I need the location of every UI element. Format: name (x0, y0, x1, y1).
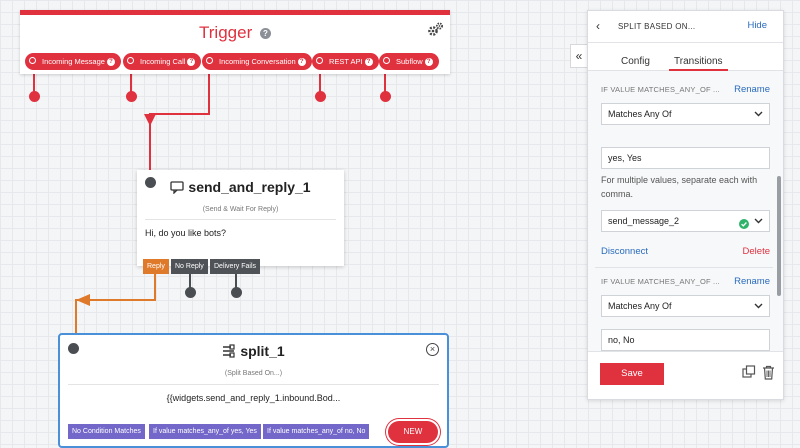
new-transition-button[interactable]: NEW (388, 421, 438, 443)
transitions-list[interactable]: IF VALUE MATCHES_ANY_OF ... Rename Match… (588, 73, 773, 351)
panel-title: SPLIT BASED ON... (618, 22, 696, 31)
close-icon[interactable]: × (426, 343, 439, 356)
trigger-port-subflow[interactable] (380, 91, 391, 102)
divider (145, 219, 336, 220)
condition-label: IF VALUE MATCHES_ANY_OF ... (601, 85, 720, 94)
transition-no-reply[interactable]: No Reply (171, 259, 208, 274)
transition-no-condition-matches[interactable]: No Condition Matches (68, 424, 145, 439)
widget-title-text: send_and_reply_1 (188, 179, 311, 195)
tab-transitions[interactable]: Transitions (669, 56, 728, 71)
transition-if-yes[interactable]: If value matches_any_of yes, Yes (149, 424, 261, 439)
no-reply-port[interactable] (185, 287, 196, 298)
transition-if-no[interactable]: If value matches_any_of no, No (263, 424, 370, 439)
panel-header: ‹ SPLIT BASED ON... Hide (588, 11, 783, 43)
help-icon: ? (364, 58, 373, 67)
panel-scrollbar[interactable] (777, 176, 781, 296)
chevron-down-icon (754, 296, 763, 323)
match-values-input[interactable]: no, No (601, 329, 770, 351)
trigger-port-incoming-message[interactable] (29, 91, 40, 102)
save-button[interactable]: Save (600, 363, 664, 385)
pill-label: Subflow (396, 57, 423, 66)
back-chevron-icon[interactable]: ‹ (596, 19, 600, 33)
help-icon: ? (106, 58, 115, 67)
panel-footer: Save (588, 351, 783, 399)
chevron-down-icon (754, 211, 763, 238)
help-icon: ? (424, 58, 433, 67)
trigger-port-incoming-call[interactable] (126, 91, 137, 102)
transition-delivery-fails[interactable]: Delivery Fails (210, 259, 261, 274)
delivery-fails-port[interactable] (231, 287, 242, 298)
split-icon (222, 344, 236, 361)
trigger-pill-rest-api[interactable]: REST API? (312, 53, 379, 70)
pill-label: Incoming Conversation (219, 57, 296, 66)
chevron-down-icon (754, 104, 763, 131)
next-widget-value: send_message_2 (608, 216, 680, 226)
trigger-pill-incoming-message[interactable]: Incoming Message? (25, 53, 121, 70)
tab-config[interactable]: Config (621, 56, 650, 67)
trigger-pill-incoming-call[interactable]: Incoming Call? (123, 53, 202, 70)
widget-subtitle: (Split Based On...) (224, 370, 283, 377)
operator-value: Matches Any Of (608, 301, 672, 311)
trigger-title-text: Trigger (199, 23, 253, 42)
trigger-pill-subflow[interactable]: Subflow? (379, 53, 439, 70)
widget-title: split_1 (60, 343, 447, 361)
gears-icon[interactable] (427, 22, 444, 42)
disconnect-link[interactable]: Disconnect (601, 246, 648, 257)
widget-body: {{widgets.send_and_reply_1.inbound.Bod..… (166, 393, 341, 403)
trigger-title: Trigger ? (20, 23, 450, 43)
match-values-input[interactable]: yes, Yes (601, 147, 770, 169)
widget-input-port[interactable] (68, 343, 79, 354)
collapse-panel-icon[interactable]: « (570, 44, 588, 68)
help-icon: ? (297, 58, 306, 67)
hide-panel-link[interactable]: Hide (747, 20, 767, 31)
duplicate-icon[interactable] (742, 365, 756, 384)
help-icon[interactable]: ? (259, 28, 271, 40)
chat-bubble-icon (170, 181, 185, 197)
rename-link[interactable]: Rename (734, 84, 770, 95)
section-divider (595, 267, 773, 268)
widget-body: Hi, do you like bots? (145, 228, 227, 238)
send-and-reply-widget[interactable]: send_and_reply_1 (Send & Wait For Reply)… (137, 170, 344, 266)
trash-icon[interactable] (762, 365, 775, 385)
widget-title-text: split_1 (240, 343, 285, 359)
pill-label: REST API (329, 57, 363, 66)
widget-input-port[interactable] (145, 177, 156, 188)
split-widget[interactable]: split_1 × (Split Based On...) {{widgets.… (58, 333, 449, 448)
operator-select[interactable]: Matches Any Of (601, 103, 770, 125)
widget-title: send_and_reply_1 (137, 179, 344, 197)
operator-select[interactable]: Matches Any Of (601, 295, 770, 317)
help-icon: ? (187, 58, 196, 67)
pill-label: Incoming Call (140, 57, 186, 66)
trigger-pill-incoming-conversation[interactable]: Incoming Conversation? (202, 53, 312, 70)
delete-link[interactable]: Delete (742, 246, 770, 257)
check-circle-icon (739, 216, 749, 236)
panel-tabs: Config Transitions (588, 43, 783, 71)
trigger-widget[interactable]: Trigger ? Incoming Message? Incoming Cal… (20, 10, 450, 74)
condition-label: IF VALUE MATCHES_ANY_OF ... (601, 277, 720, 286)
pill-label: Incoming Message (42, 57, 105, 66)
transition-reply[interactable]: Reply (143, 259, 169, 274)
widget-config-panel: ‹ SPLIT BASED ON... Hide Config Transiti… (587, 10, 784, 400)
values-hint: For multiple values, separate each with … (601, 175, 758, 199)
widget-subtitle: (Send & Wait For Reply) (202, 206, 279, 213)
operator-value: Matches Any Of (608, 109, 672, 119)
divider (68, 384, 439, 385)
next-widget-select[interactable]: send_message_2 (601, 210, 770, 232)
trigger-port-rest-api[interactable] (315, 91, 326, 102)
rename-link[interactable]: Rename (734, 276, 770, 287)
